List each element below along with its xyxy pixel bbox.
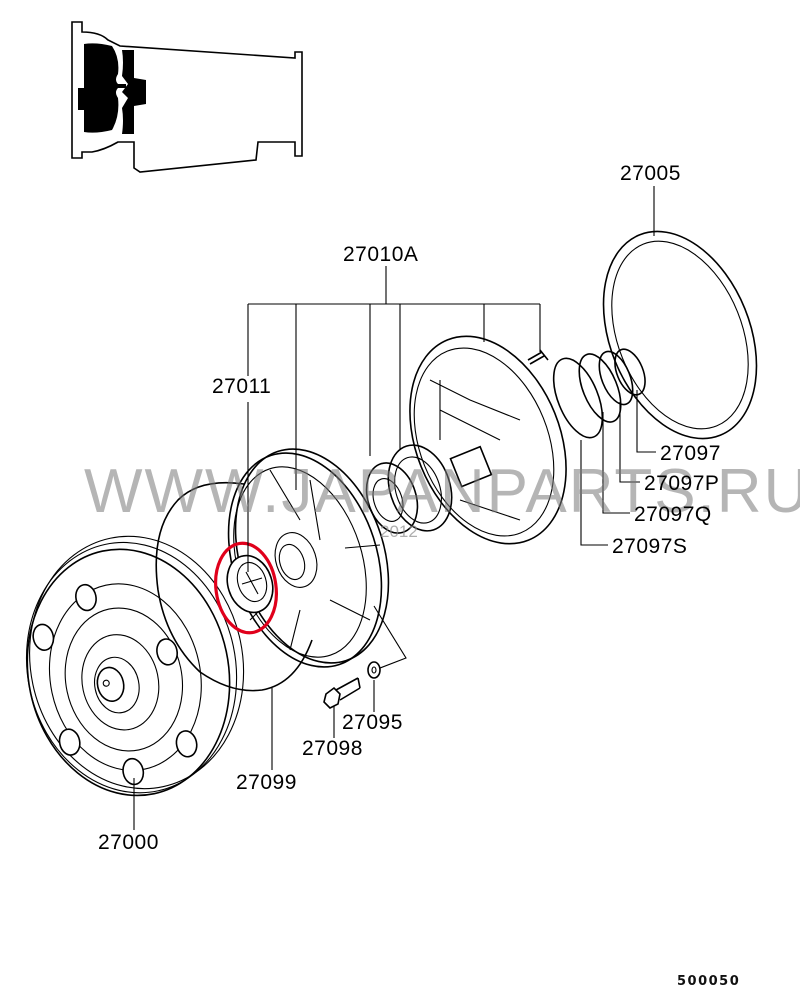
pump-cover-drawing: [409, 335, 567, 545]
washer-drawing: [367, 661, 381, 679]
pump-gears-drawing: [365, 444, 453, 534]
transmission-location-icon: [71, 21, 303, 173]
label-27097q[interactable]: 27097Q: [634, 503, 712, 526]
oil-seal-drawing: [226, 554, 274, 614]
label-27000[interactable]: 27000: [98, 831, 159, 854]
small-bolt-drawing: [527, 349, 549, 365]
label-27099[interactable]: 27099: [236, 771, 297, 794]
label-27097p[interactable]: 27097P: [644, 472, 720, 495]
label-27095[interactable]: 27095: [342, 711, 403, 734]
label-27097[interactable]: 27097: [660, 442, 721, 465]
gasket-drawing: [602, 230, 758, 440]
label-27010a[interactable]: 27010A: [343, 243, 419, 266]
highlight-circle: [214, 541, 278, 635]
torque-converter-drawing: [25, 535, 245, 797]
bolt-drawing: [323, 677, 361, 709]
label-27005[interactable]: 27005: [620, 162, 681, 185]
diagram-ref-code: 500050: [677, 974, 741, 989]
label-27011[interactable]: 27011: [212, 375, 272, 398]
leader-lines: [133, 186, 656, 830]
label-27098[interactable]: 27098: [302, 737, 363, 760]
o-ring-drawing: [155, 481, 313, 692]
label-27097s[interactable]: 27097S: [612, 535, 688, 558]
